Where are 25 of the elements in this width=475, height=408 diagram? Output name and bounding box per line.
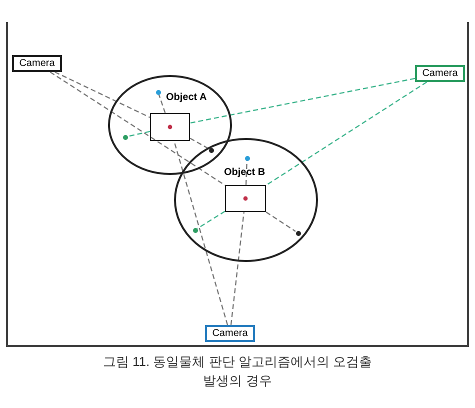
sight-line xyxy=(158,94,166,114)
point-marker xyxy=(122,134,128,140)
camera-box: Camera xyxy=(415,65,465,82)
object-label: Object A xyxy=(166,92,207,103)
sight-line xyxy=(190,78,416,124)
point-marker xyxy=(208,148,214,152)
camera-box: Camera xyxy=(12,55,62,72)
point-marker xyxy=(192,228,198,232)
sight-line xyxy=(174,140,228,326)
sight-line xyxy=(54,71,150,118)
sight-line xyxy=(50,72,226,186)
camera-box: Camera xyxy=(205,325,255,342)
point-marker xyxy=(156,90,160,94)
bounding-box xyxy=(150,113,190,141)
bounding-box xyxy=(225,185,266,212)
sight-line xyxy=(230,212,245,326)
sight-line xyxy=(190,138,209,150)
point-marker xyxy=(244,156,250,160)
region-ellipse xyxy=(174,138,318,262)
point-marker xyxy=(296,230,300,236)
object-label: Object B xyxy=(224,167,266,178)
figure-caption: 그림 11. 동일물체 판단 알고리즘에서의 오검출 발생의 경우 xyxy=(102,353,374,390)
sight-line xyxy=(197,210,226,229)
sight-line xyxy=(266,82,428,186)
sight-line xyxy=(127,130,150,138)
